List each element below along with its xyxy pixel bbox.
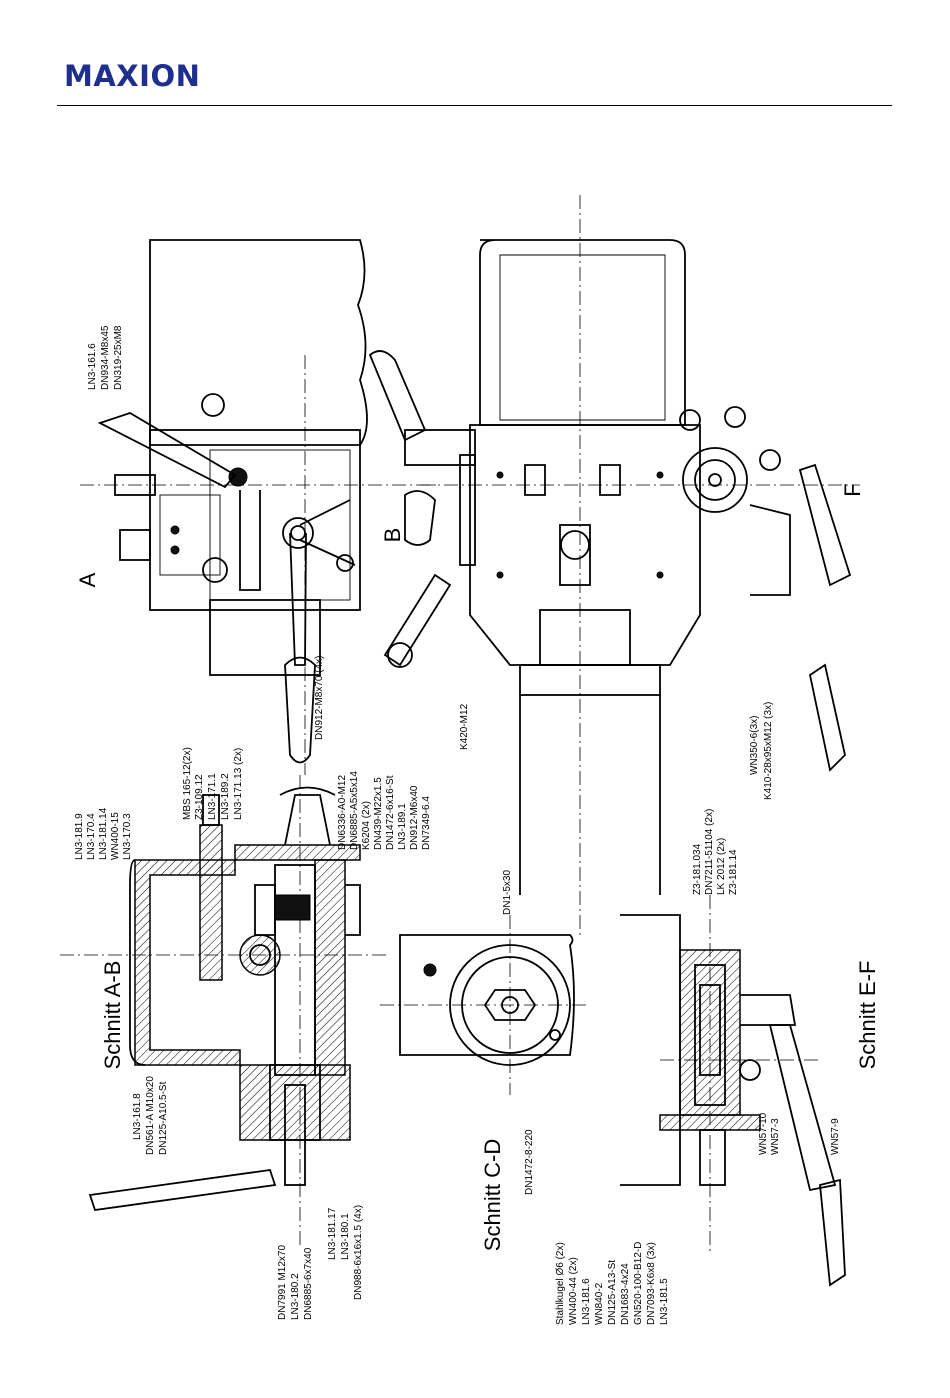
label-ab-r1: LN3-170.4 xyxy=(86,813,97,860)
labels-ab-left: LN3-161.8 DN561-A M10x20 DN125-A10.5-St … xyxy=(132,1076,364,1320)
label-ab-r6: Z3-109.12 xyxy=(194,774,205,820)
label-ab-l7: LN3-180.1 xyxy=(340,1213,351,1260)
section-label-ab: Schnitt A-B xyxy=(100,961,125,1070)
label-ef-t1: DN7211-51104 (2x) xyxy=(704,809,715,895)
label-ef-b3: WN840-2 xyxy=(594,1282,605,1325)
label-ab-r2: LN3-181.14 xyxy=(98,807,109,860)
label-ab-l2: DN125-A10.5-St xyxy=(158,1081,169,1155)
label-k420: K420-M12 xyxy=(459,703,470,750)
label-lnr-161-6: LN3-161.6 xyxy=(87,343,98,390)
section-label-ef: Schnitt E-F xyxy=(855,961,880,1070)
label-ab-l6: LN3-181.17 xyxy=(327,1207,338,1260)
view-top-left xyxy=(80,239,440,775)
label-ef-t0: Z3-181.034 xyxy=(692,843,703,895)
technical-drawing: Schnitt A-B Schnitt C-D Schnitt E-F A B … xyxy=(60,195,890,1325)
label-ab-l8: DN988-6x16x1.5 (4x) xyxy=(353,1205,364,1300)
marker-a: A xyxy=(75,572,100,587)
label-ab-r7: LN3-171.1 xyxy=(207,773,218,820)
label-ab-r17: DN7349-6.4 xyxy=(421,796,432,850)
header-rule xyxy=(57,105,892,106)
label-ab-l1: DN561-A M10x20 xyxy=(145,1076,156,1155)
label-din319: DN319-25xM8 xyxy=(113,325,124,390)
label-ab-r8: LN3-189.2 xyxy=(220,773,231,820)
labels-ef-side: WN57-10 WN57-3 WN57-9 xyxy=(758,1112,841,1155)
label-ab-r4: LN3-170.3 xyxy=(122,813,133,860)
label-cd-top: DN1-5x30 xyxy=(502,870,513,915)
view-top-right xyxy=(368,195,860,935)
label-ef-b5: DN1683-4x24 xyxy=(620,1263,631,1325)
label-ab-l3: DN7991 M12x70 xyxy=(277,1245,288,1320)
label-ef-t3: Z3-181.14 xyxy=(728,849,739,895)
label-ef-b0: Stahlkugel Ø6 (2x) xyxy=(555,1242,566,1325)
label-ab-r14: DN1472-6x16-St xyxy=(385,775,396,850)
labels-ef-bottom: Stahlkugel Ø6 (2x) WN400-44 (2x) LN3-181… xyxy=(555,1242,670,1325)
label-ab-l0: LN3-161.8 xyxy=(132,1093,143,1140)
label-ab-l4: LN3-180.2 xyxy=(290,1273,301,1320)
section-label-cd: Schnitt C-D xyxy=(480,1139,505,1251)
marker-f: F xyxy=(840,483,865,496)
label-ef-s1: WN57-3 xyxy=(770,1118,781,1155)
marker-b: B xyxy=(380,528,405,543)
label-ef-s0: WN57-10 xyxy=(758,1112,769,1155)
label-din934: DN934-M8x45 xyxy=(100,325,111,390)
label-ef-s2: WN57-9 xyxy=(830,1118,841,1155)
label-ab-r0: LN3-181.9 xyxy=(74,813,85,860)
labels-ab-right: LN3-181.9 LN3-170.4 LN3-181.14 WN400-15 … xyxy=(74,747,432,860)
label-ab-l5: DN6885-6x7x40 xyxy=(303,1247,314,1320)
label-ab-r5: MBS 165-12(2x) xyxy=(182,747,193,820)
label-ef-b6: GN520-100-B12-D xyxy=(633,1242,644,1325)
labels-ef-top: Z3-181.034 DN7211-51104 (2x) LK 2012 (2x… xyxy=(692,809,739,895)
label-ab-r3: WN400-15 xyxy=(110,812,121,860)
maxion-logo: MAXION xyxy=(64,59,201,93)
label-wn350: WN350-6(3x) xyxy=(749,716,760,775)
section-e-f xyxy=(620,895,846,1287)
section-c-d xyxy=(380,915,590,1095)
label-ab-r11: DN6885-A5x5x14 xyxy=(349,771,360,850)
label-ab-r9: LN3-171.13 (2x) xyxy=(233,748,244,820)
label-ab-r15: LN3-189.1 xyxy=(397,803,408,850)
label-ab-r13: DN439-M22x1.5 xyxy=(373,777,384,850)
label-ef-b4: DN125-A13-St xyxy=(607,1260,618,1325)
page-header: MAXION xyxy=(0,0,950,110)
label-ab-r10: DN6336-A0-M12 xyxy=(337,775,348,850)
label-ef-b1: WN400-44 (2x) xyxy=(568,1257,579,1325)
label-k410: K410-28x95xM12 (3x) xyxy=(763,702,774,800)
label-cd-bottom: DN1472-8-220 xyxy=(524,1129,535,1195)
section-a-b xyxy=(60,775,390,1245)
label-ef-b2: LN3-181.6 xyxy=(581,1278,592,1325)
label-ef-t2: LK 2012 (2x) xyxy=(716,838,727,895)
label-ab-r16: DN912-M6x40 xyxy=(409,785,420,850)
label-din912-m8: DN912-M8x70 (4x) xyxy=(314,656,325,740)
label-ef-b8: LN3-181.5 xyxy=(659,1278,670,1325)
label-ef-b7: DN7093-K6x8 (3x) xyxy=(646,1242,657,1325)
label-ab-r12: K6204 (2x) xyxy=(361,801,372,850)
